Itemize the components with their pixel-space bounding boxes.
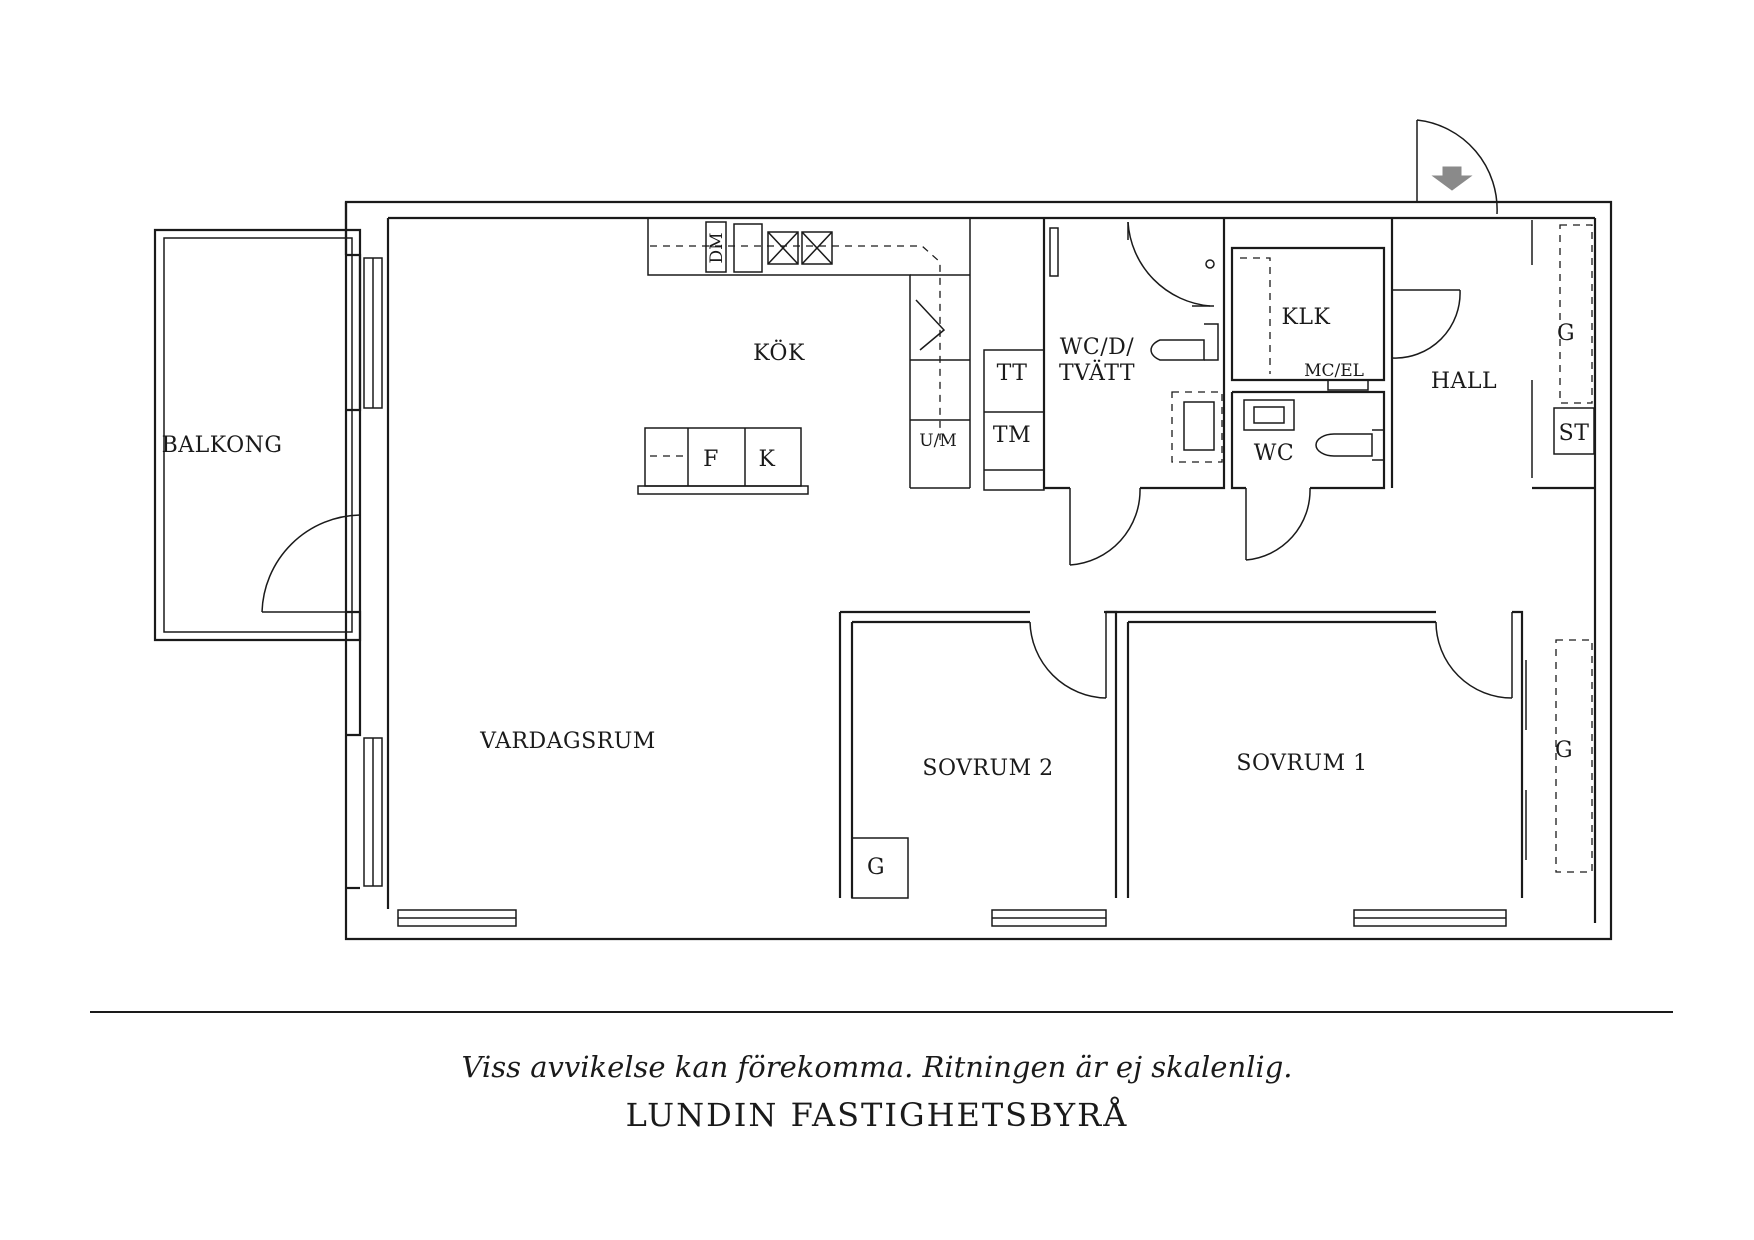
room-label-wc: WC	[1254, 441, 1294, 466]
label-fridge: F	[703, 447, 719, 472]
label-freezer: K	[759, 447, 776, 472]
balcony	[153, 228, 362, 642]
hall	[1390, 218, 1595, 490]
disclaimer-text: Viss avvikelse kan förekomma. Ritningen …	[461, 1050, 1293, 1084]
room-label-vardagsrum: VARDAGSRUM	[479, 729, 656, 754]
entrance-arrow-icon	[1431, 166, 1473, 191]
label-wardrobe-hall: G	[1557, 321, 1575, 346]
label-storage: ST	[1559, 421, 1590, 446]
wc-tvatt-room	[1042, 218, 1226, 566]
window-bottom-sovrum1	[1353, 909, 1507, 927]
window-bottom-vardagsrum	[397, 909, 517, 927]
window-left-upper	[363, 257, 383, 409]
label-tumble-dryer: TT	[997, 361, 1028, 386]
room-label-mc-el: MC/EL	[1304, 361, 1364, 381]
entrance-door	[1416, 119, 1498, 215]
label-washing-machine: TM	[993, 423, 1031, 448]
sovrum-1-room	[1104, 610, 1593, 898]
kitchen-island	[637, 427, 809, 495]
kitchen-counter	[647, 218, 971, 489]
room-label-hall: HALL	[1431, 369, 1497, 394]
label-dishwasher: DM	[707, 232, 727, 263]
label-oven-microwave: U/M	[919, 431, 956, 451]
label-wardrobe-sovrum-2: G	[867, 855, 885, 880]
outer-walls	[344, 200, 1613, 941]
window-left-lower	[363, 737, 383, 887]
room-label-balkong: BALKONG	[162, 433, 283, 458]
room-label-sovrum-2: SOVRUM 2	[922, 756, 1053, 781]
room-label-wc-tvatt-2: TVÄTT	[1059, 359, 1135, 386]
klk-closet	[1230, 246, 1386, 391]
room-label-kok: KÖK	[753, 339, 805, 366]
room-label-klk: KLK	[1282, 305, 1331, 330]
footer-divider	[90, 1011, 1673, 1013]
room-label-sovrum-1: SOVRUM 1	[1236, 751, 1367, 776]
window-bottom-sovrum2	[991, 909, 1107, 927]
wc-room	[1230, 390, 1386, 561]
floor-plan: KÖK BALKONG VARDAGSRUM WC/D/ TVÄTT KLK M…	[153, 119, 1613, 941]
label-wardrobe-sovrum-1: G	[1555, 738, 1573, 763]
room-label-wc-tvatt-1: WC/D/	[1060, 335, 1134, 360]
company-name: LUNDIN FASTIGHETSBYRÅ	[625, 1096, 1129, 1134]
